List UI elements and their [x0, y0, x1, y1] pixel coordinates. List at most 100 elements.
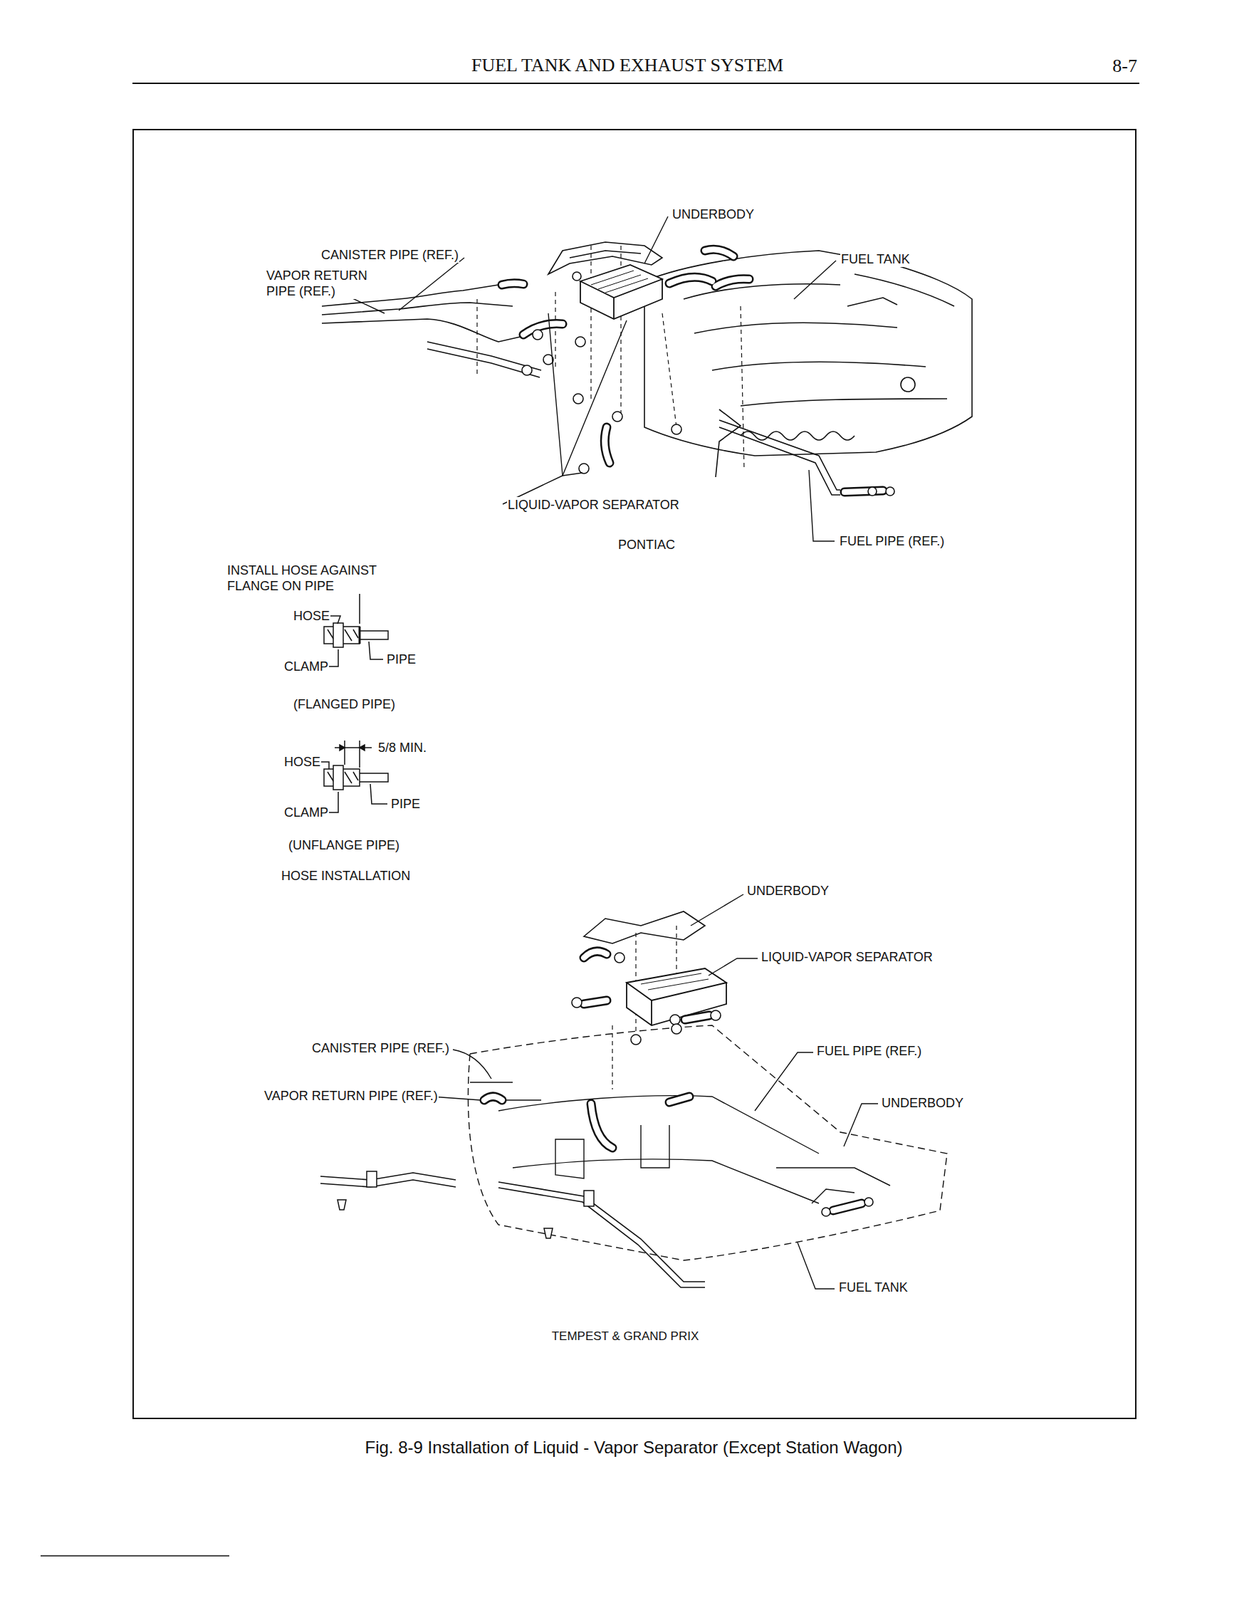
- pipes: [427, 348, 540, 378]
- fuel-tank-drawing: [555, 1139, 584, 1179]
- view-name: PONTIAC: [617, 536, 676, 553]
- pipe-clips: [366, 1171, 377, 1188]
- leader-lines: [690, 894, 744, 926]
- part-name: CANISTER PIPE (REF.): [320, 247, 460, 263]
- part-name: VAPOR RETURN PIPE (REF.): [265, 267, 374, 300]
- hoses: [604, 427, 610, 463]
- nuts: [532, 329, 543, 340]
- hoses: [704, 249, 734, 257]
- leader-lines: [562, 472, 583, 476]
- leader-lines: [808, 469, 835, 542]
- nuts: [571, 952, 874, 1217]
- pipe-clips: [337, 1171, 594, 1239]
- leader-lines: [793, 260, 836, 300]
- bolt-lines: [477, 245, 745, 470]
- pipes: [498, 1187, 705, 1288]
- hoses: [583, 951, 607, 958]
- liquid-vapor-separator: [580, 264, 663, 320]
- liquid-vapor-separator: [613, 297, 615, 320]
- leader-lines: [341, 216, 836, 542]
- pipes: [715, 409, 741, 478]
- hoses: [591, 1103, 613, 1148]
- underbody-panel: [569, 250, 641, 258]
- pipes: [320, 1172, 456, 1180]
- hoses: [523, 324, 563, 335]
- part-name: LIQUID-VAPOR SEPARATOR: [507, 497, 681, 513]
- nuts: [521, 272, 895, 496]
- hoses: [484, 1096, 503, 1101]
- fuel-tank-drawing: [467, 1025, 948, 1261]
- hoses: [484, 1096, 503, 1101]
- pipe-clips: [583, 1190, 594, 1207]
- fuel-tank-drawing: [644, 250, 973, 456]
- view-name: TEMPEST & GRAND PRIX: [551, 1328, 700, 1345]
- dimension: 5/8 MIN.: [377, 739, 428, 756]
- fuel-tank-drawing: [498, 1095, 819, 1154]
- hoses: [591, 1103, 613, 1148]
- hoses: [669, 277, 713, 284]
- nuts: [612, 411, 623, 422]
- liquid-vapor-separator: [626, 968, 727, 1026]
- nuts: [671, 1023, 682, 1034]
- hoses: [502, 249, 883, 493]
- leader-lines: [754, 1052, 814, 1111]
- nuts: [573, 393, 584, 404]
- hoses: [502, 283, 524, 285]
- pipes: [321, 319, 524, 342]
- page-frame: [133, 129, 1136, 1419]
- hoses: [833, 1203, 862, 1211]
- sketch-title: HOSE INSTALLATION: [280, 868, 411, 884]
- pipes: [498, 1182, 705, 1282]
- nuts: [630, 1034, 641, 1045]
- hoses: [685, 1015, 710, 1020]
- part-name: CANISTER PIPE (REF.): [311, 1040, 451, 1057]
- nuts: [710, 1010, 721, 1021]
- pipes: [719, 427, 841, 495]
- pipes: [321, 284, 841, 495]
- leader-lines: [452, 1049, 492, 1079]
- hose-sketch-unflanged: [339, 744, 365, 751]
- part-name: HOSE: [292, 608, 331, 624]
- part-name: UNDERBODY: [880, 1095, 965, 1111]
- hoses: [844, 490, 883, 493]
- page-frame: [40, 1555, 230, 1557]
- part-name: UNDERBODY: [671, 206, 755, 223]
- hose-sketch-flanged: [330, 615, 341, 624]
- part-name: CLAMP: [283, 658, 329, 675]
- hoses: [604, 427, 610, 463]
- hoses: [669, 1096, 690, 1103]
- part-name: LIQUID-VAPOR SEPARATOR: [760, 949, 934, 965]
- hoses: [715, 279, 750, 287]
- hose-sketch-unflanged: [343, 740, 346, 765]
- leader-lines: [431, 1096, 481, 1101]
- underbody-panel: [583, 911, 705, 944]
- hose-sketch-flanged: [324, 586, 389, 667]
- pipe-clips: [544, 1228, 553, 1239]
- pipes: [321, 302, 513, 315]
- liquid-vapor-separator: [650, 1000, 653, 1026]
- hoses: [583, 951, 607, 958]
- part-name: FUEL TANK: [840, 251, 911, 268]
- pipes: [320, 1082, 705, 1288]
- hose-sketch-flanged: [368, 641, 384, 660]
- nuts: [821, 1207, 831, 1217]
- liquid-vapor-separator: [640, 973, 709, 990]
- nuts: [670, 1014, 681, 1025]
- bolt-lines: [554, 291, 556, 371]
- nuts: [614, 952, 625, 963]
- hose-sketch-unflanged: [333, 765, 344, 790]
- fuel-tank-drawing: [740, 398, 948, 406]
- fuel-tank-drawing: [712, 361, 926, 371]
- hoses: [704, 249, 734, 257]
- hoses: [685, 1015, 710, 1020]
- pipes: [719, 420, 841, 490]
- liquid-vapor-separator: [580, 264, 663, 298]
- underbody-panel: [548, 242, 663, 275]
- underbody-panel: [548, 242, 663, 275]
- nuts: [578, 463, 589, 474]
- nuts: [575, 336, 586, 347]
- pipe-clips: [337, 1199, 347, 1210]
- leader-lines: [644, 216, 668, 264]
